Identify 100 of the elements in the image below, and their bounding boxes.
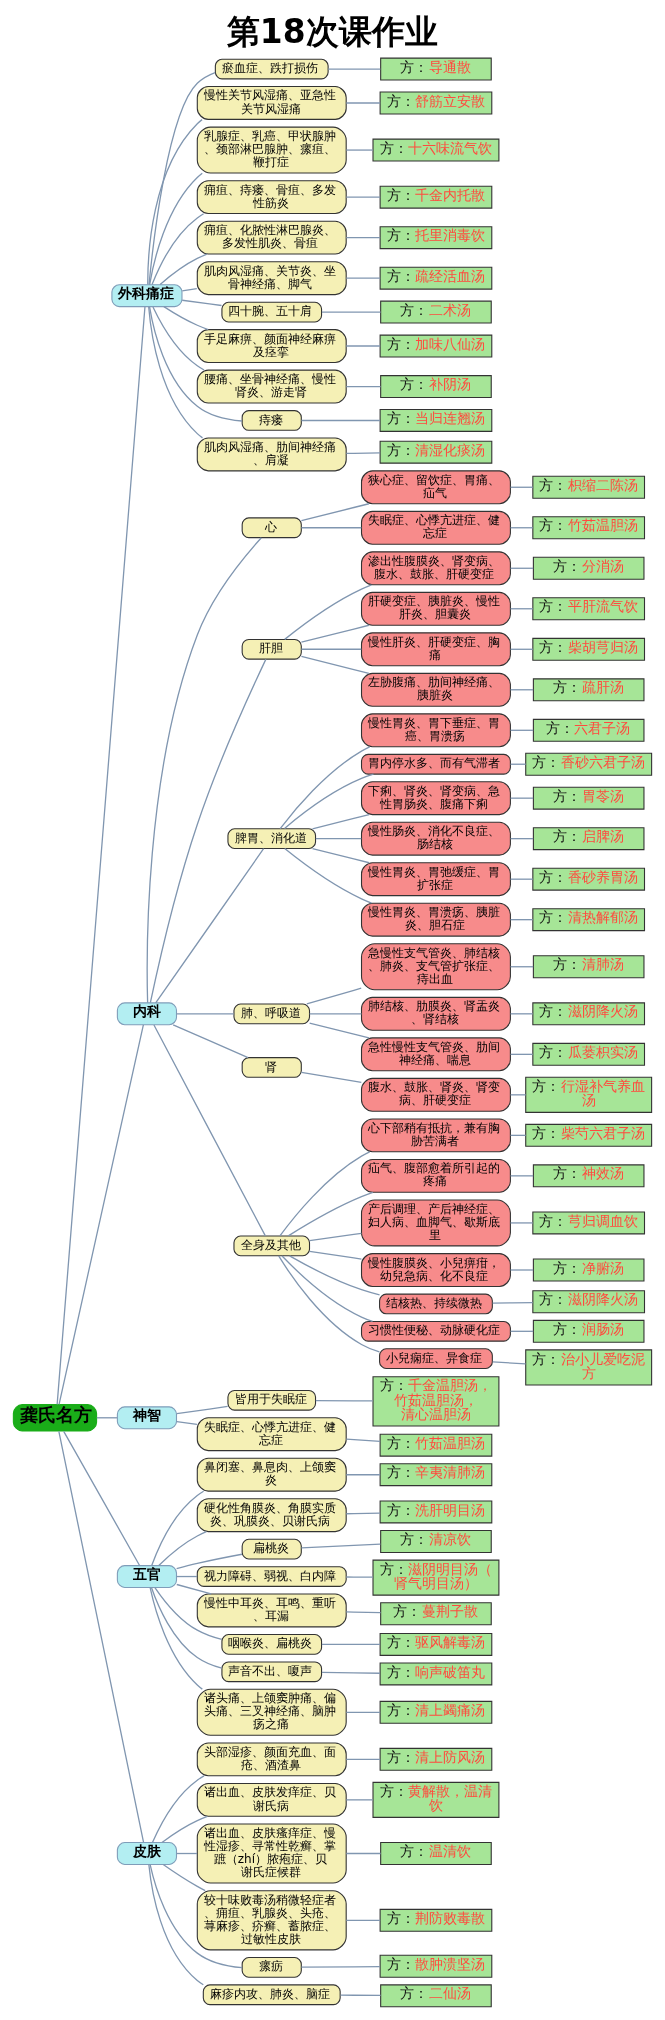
node-box: 方：枳缩二陈汤 <box>532 475 646 499</box>
node-box: 方：舒筋立安散 <box>379 91 493 115</box>
node-box: 肝硬变症、胰脏炎、慢性肝炎、胆囊炎 <box>360 591 511 626</box>
connector <box>158 1531 208 1567</box>
node-box: 瘰疬 <box>241 1956 302 1978</box>
node-box: 麻疹内攻、肺炎、脑症 <box>202 1984 341 2006</box>
node-box: 皮肤 <box>116 1842 178 1865</box>
connector <box>148 71 216 286</box>
connector <box>321 1671 381 1674</box>
connector <box>162 1863 206 1892</box>
node-box: 方：启脾汤 <box>532 827 645 851</box>
connector <box>148 306 243 422</box>
connector <box>509 878 534 880</box>
node-box: 方：竹茹温胆汤 <box>379 1433 493 1457</box>
node-box: 方：润肠汤 <box>532 1319 645 1343</box>
node-box: 瘀血症、跌打损伤 <box>214 58 329 80</box>
connector <box>509 1330 534 1332</box>
node-box: 诸出血、皮肤发痒症、贝谢氏病 <box>196 1782 347 1817</box>
connector <box>58 1024 145 1405</box>
node-box: 诸出血、皮肤瘙痒症、慢性湿疹、寻常性乾癣、掌蹠（zhí）脓疱症、贝谢氏症候群 <box>196 1823 347 1884</box>
node-box: 方：千金温胆汤，竹茹温胆汤，清心温胆汤 <box>372 1376 500 1427</box>
node-box: 方：香砂六君子汤 <box>525 752 653 776</box>
connector <box>287 1191 374 1237</box>
node-box: 胃内停水多、而有气滞者 <box>360 753 511 775</box>
node-box: 方：十六味流气饮 <box>372 138 500 162</box>
connector <box>146 537 262 1004</box>
connector <box>279 746 371 830</box>
node-box: 方：瓜蒌枳实汤 <box>532 1042 646 1066</box>
connector <box>149 658 267 1004</box>
connector <box>509 838 534 840</box>
node-box: 较十味败毒汤稍微轻症者、痈疽、乳腺炎、头疮、荨麻疹、疥癣、蓄脓症、过敏性皮肤 <box>196 1890 347 1951</box>
connector <box>321 1643 381 1646</box>
node-box: 慢性关节风湿痛、亚急性关节风湿痛 <box>196 86 347 120</box>
node-box: 方：清上蠲痛汤 <box>379 1700 493 1724</box>
connector <box>345 345 381 347</box>
node-box: 硬化性角膜炎、角膜实质炎、巩膜炎、贝谢氏病 <box>196 1498 347 1533</box>
connector <box>321 311 382 313</box>
node-box: 结核热、持续微热 <box>379 1293 493 1315</box>
connector <box>181 299 223 307</box>
connector <box>509 567 534 569</box>
node-box: 方：清肺汤 <box>532 955 645 979</box>
connector <box>509 966 534 968</box>
node-box: 慢性肠炎、消化不良症、肠结核 <box>360 821 511 856</box>
node-box: 渗出性腹膜炎、肾变病、腹水、鼓胀、肝硬变症 <box>360 551 511 586</box>
connector <box>175 1553 243 1570</box>
node-box: 疝气、腹部愈着所引起的疼痛 <box>360 1158 511 1193</box>
connector <box>306 987 362 1005</box>
connector <box>345 1474 381 1476</box>
connector <box>149 1863 243 1969</box>
node-box: 方：神效汤 <box>532 1164 645 1188</box>
node-box: 方：柴胡芎归汤 <box>532 637 646 661</box>
node-box: 方：净腑汤 <box>532 1258 645 1282</box>
node-box: 慢性中耳炎、耳鸣、重听、耳漏 <box>196 1593 347 1628</box>
node-box: 方：加味八仙汤 <box>379 334 493 358</box>
node-box: 方：芎归调血饮 <box>532 1211 646 1235</box>
connector <box>149 172 203 286</box>
node-box: 方：温清饮 <box>380 1842 492 1865</box>
connector <box>345 1799 374 1801</box>
connector <box>56 306 146 1406</box>
node-box: 鼻闭塞、鼻息肉、上颌窦炎 <box>196 1457 347 1492</box>
node-box: 肌肉风湿痛、肋间神经痛、肩凝 <box>196 437 347 472</box>
connector <box>288 1255 381 1296</box>
node-box: 心 <box>241 517 302 539</box>
connector <box>96 1417 118 1419</box>
connector <box>300 624 370 643</box>
node-box: 全身及其他 <box>233 1235 311 1257</box>
node-box: 五官 <box>116 1565 178 1589</box>
node-box: 肺、呼吸道 <box>233 1003 311 1025</box>
node-box: 肾 <box>241 1057 302 1078</box>
connector <box>281 1255 374 1323</box>
connector <box>283 773 375 830</box>
node-box: 狭心症、留饮症、胃痛、疝气 <box>360 470 511 505</box>
connector <box>339 1994 382 1997</box>
node-box: 内科 <box>116 1002 178 1026</box>
connector <box>63 1430 141 1566</box>
node-box: 脾胃、消化道 <box>227 828 317 850</box>
node-box: 方：二术汤 <box>380 300 492 324</box>
connector <box>345 1919 381 1921</box>
connector <box>345 1758 381 1760</box>
connector <box>509 527 534 529</box>
node-box: 方：柴芍六君子汤 <box>525 1123 653 1147</box>
connector <box>509 797 534 799</box>
connector <box>308 1250 363 1260</box>
connector <box>151 1490 205 1567</box>
node-box: 方：竹茹温胆汤 <box>532 516 646 540</box>
node-box: 方：疏肝汤 <box>532 678 645 702</box>
diagram-title: 第18次课作业 <box>226 12 438 51</box>
connector <box>151 213 205 286</box>
node-box: 方：托里消毒饮 <box>379 226 493 250</box>
node-box: 腰痛、坐骨神经痛、慢性肾炎、游走肾 <box>196 369 347 404</box>
connector <box>308 1022 370 1039</box>
connector <box>315 838 362 840</box>
node-box: 方：平肝流气饮 <box>532 597 646 621</box>
node-box: 痔瘘 <box>241 410 302 431</box>
connector <box>345 149 374 151</box>
connector <box>147 118 203 286</box>
node-box: 方：滋阴明目汤（肾气明目汤） <box>372 1559 500 1596</box>
node-box: 慢性腹膜炎、小兒痹疳，幼兒急病、化不良症 <box>360 1253 511 1287</box>
connector <box>159 253 208 286</box>
connector <box>148 1864 204 1986</box>
